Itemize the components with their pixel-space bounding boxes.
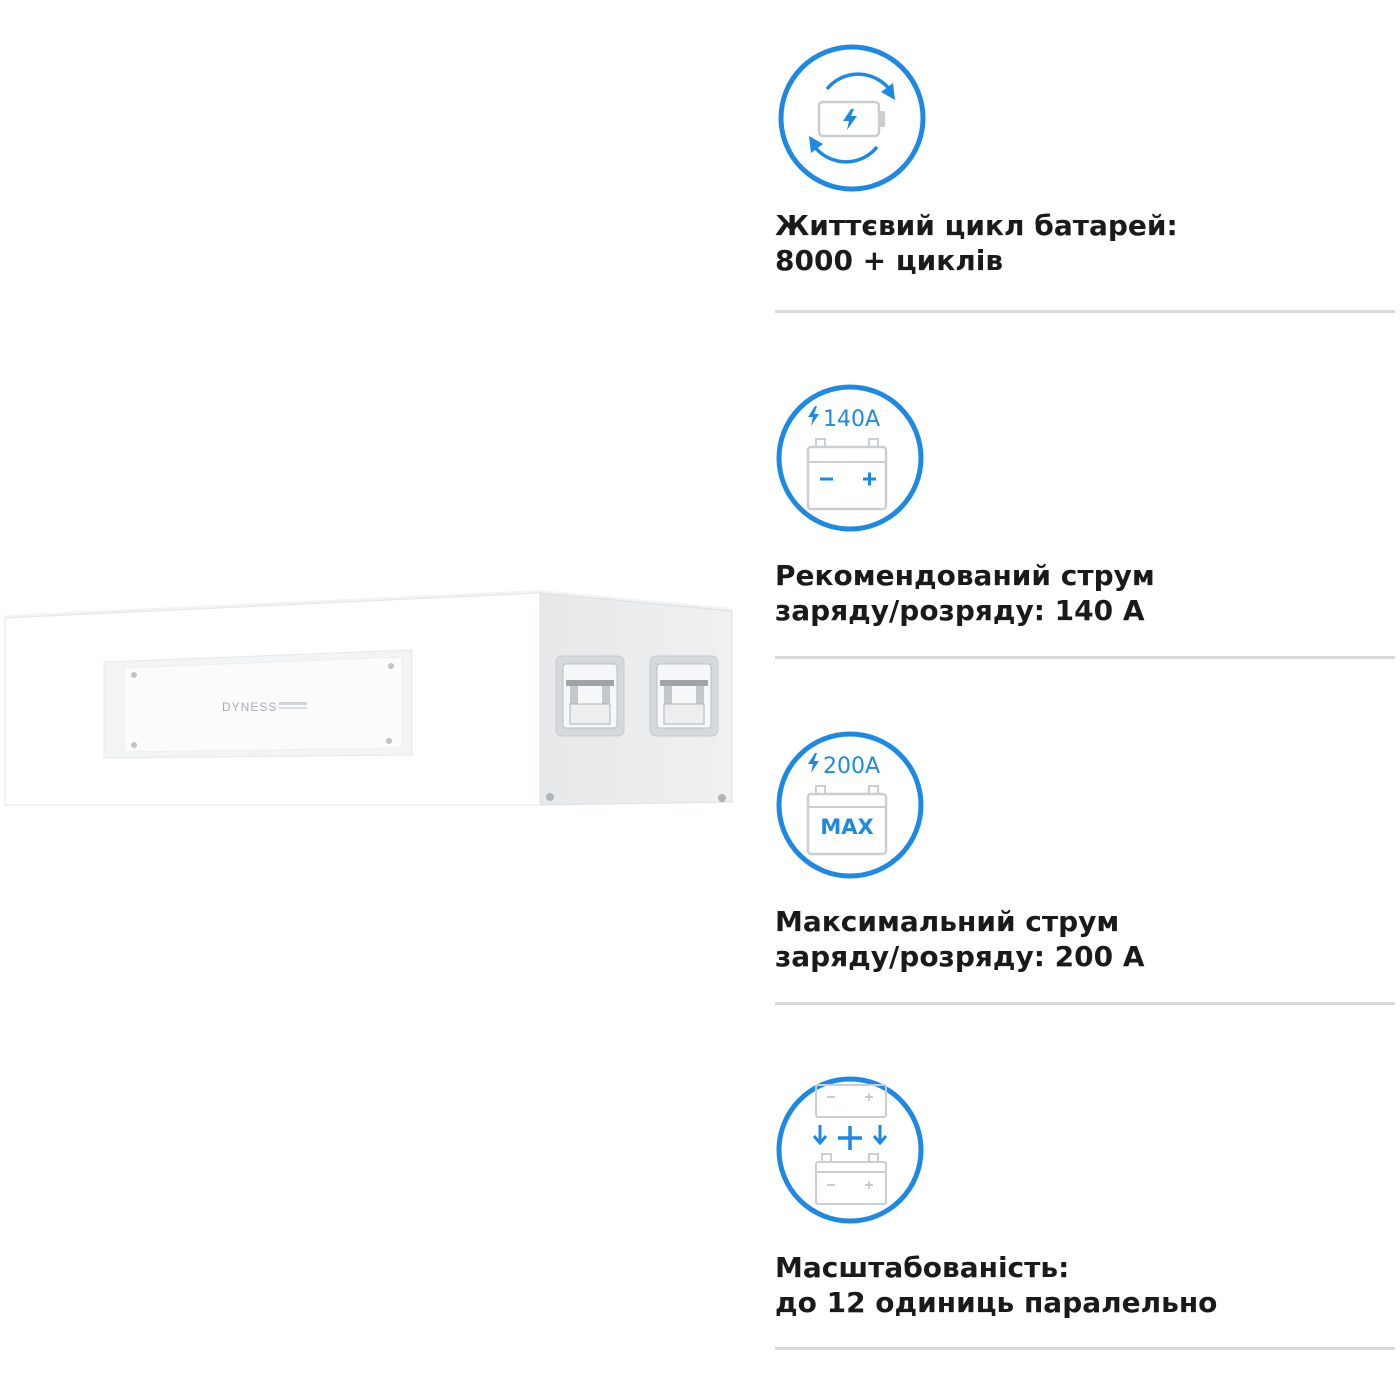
brand-logo: DYNESS — [222, 700, 277, 714]
handle-right — [649, 655, 719, 737]
divider — [775, 310, 1395, 313]
battery-cycle-icon — [777, 43, 927, 193]
divider — [775, 1002, 1395, 1005]
battery-parallel-icon — [775, 1075, 925, 1225]
battery-module-image: DYNESS — [0, 580, 740, 820]
battery-140a-icon: 140A — [775, 383, 925, 533]
icon-sublabel: MAX — [820, 815, 873, 839]
feature-line-2: заряду/розряду: 200 А — [775, 940, 1145, 973]
handle-left — [555, 655, 625, 737]
feature-line-1: Максимальний струм — [775, 905, 1120, 938]
icon-label: 200A — [823, 754, 880, 779]
feature-line-2: заряду/розряду: 140 А — [775, 594, 1145, 627]
feature-line-1: Масштабованість: — [775, 1251, 1070, 1284]
divider — [775, 656, 1395, 659]
divider — [775, 1347, 1395, 1350]
icon-label: 140A — [823, 407, 880, 432]
battery-200a-max-icon: 200A MAX — [775, 730, 925, 880]
feature-line-2: 8000 + циклів — [775, 244, 1004, 277]
feature-line-2: до 12 одиниць паралельно — [775, 1286, 1218, 1319]
feature-line-1: Життєвий цикл батарей: — [775, 209, 1178, 242]
feature-line-1: Рекомендований струм — [775, 559, 1155, 592]
